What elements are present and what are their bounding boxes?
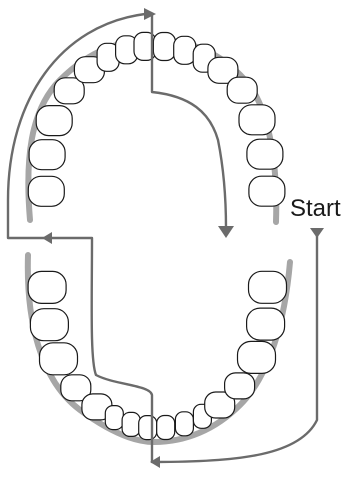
arrow-head-lower-left [42,232,52,244]
lower-tooth-3[interactable] [40,343,78,375]
lower-tooth-14[interactable] [238,341,276,373]
start-label: Start [290,197,341,221]
arrow-head-upper-midline [144,8,156,20]
lower-tooth-10[interactable] [175,412,193,436]
upper-tooth-14[interactable] [239,105,275,135]
lower-tooth-8[interactable] [139,416,157,440]
lower-tooth-15[interactable] [247,308,285,340]
upper-tooth-9[interactable] [153,33,175,61]
upper-tooth-10[interactable] [174,36,196,64]
arrow-head-start [310,228,324,238]
upper-tooth-1[interactable] [28,176,64,206]
upper-tooth-3[interactable] [36,106,72,136]
lower-tooth-7[interactable] [122,412,140,436]
upper-tooth-15[interactable] [247,139,283,169]
lower-tooth-1[interactable] [28,271,66,303]
upper-tooth-2[interactable] [29,140,65,170]
lower-tooth-9[interactable] [157,416,175,440]
lower-tooth-13[interactable] [225,373,255,399]
lower-tooth-2[interactable] [30,309,68,341]
upper-tooth-13[interactable] [227,77,257,103]
lower-tooth-6[interactable] [105,406,123,430]
arrow-head-upper-right [218,226,234,238]
upper-tooth-16[interactable] [249,176,285,206]
upper-arch-teeth [28,32,285,206]
lower-tooth-16[interactable] [249,271,287,303]
lower-arch-teeth [28,271,286,439]
